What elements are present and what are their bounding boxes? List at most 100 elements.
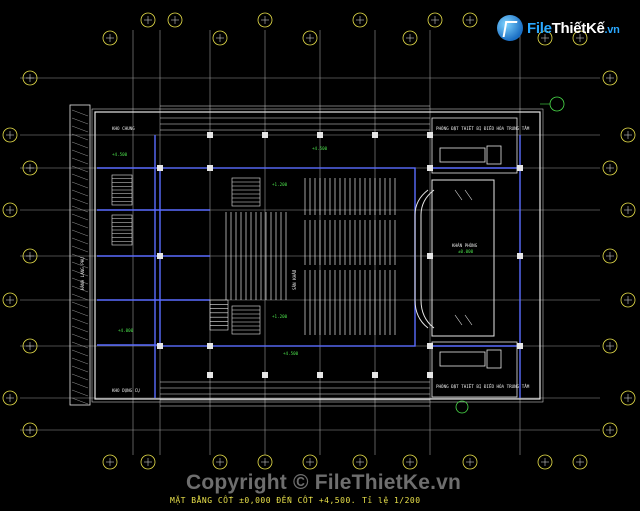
axis-bubble-ring bbox=[167, 12, 183, 28]
column bbox=[157, 343, 163, 349]
axis-bubble bbox=[102, 454, 118, 470]
axis-bubble-ring bbox=[102, 30, 118, 46]
axis-bubble bbox=[572, 454, 588, 470]
axis-bubble bbox=[302, 454, 318, 470]
left-strip bbox=[69, 104, 91, 406]
axis-bubble-ring bbox=[22, 338, 38, 354]
axis-bubble bbox=[602, 422, 618, 438]
axis-bubble bbox=[462, 454, 478, 470]
column bbox=[207, 165, 213, 171]
elev-label-5: +4.000 bbox=[118, 328, 134, 333]
axis-bubble bbox=[22, 422, 38, 438]
axis-bubble bbox=[352, 454, 368, 470]
elev-label-3: +4.500 bbox=[112, 152, 128, 157]
axis-bubble-ring bbox=[402, 454, 418, 470]
room-label-bottom: PHÒNG ĐẶT THIẾT BỊ ĐIỀU HÒA TRUNG TÂM bbox=[436, 384, 530, 389]
axis-bubble bbox=[537, 454, 553, 470]
axis-bubble-ring bbox=[462, 12, 478, 28]
axis-bubble-ring bbox=[537, 454, 553, 470]
hatch-line bbox=[71, 317, 89, 325]
axis-bubble bbox=[427, 12, 443, 28]
elev-label-6: +4.500 bbox=[283, 351, 299, 356]
axis-bubble-ring bbox=[257, 454, 273, 470]
axis-bubble-ring bbox=[22, 248, 38, 264]
column bbox=[207, 372, 213, 378]
axis-bubble-ring bbox=[572, 30, 588, 46]
hatch-line bbox=[71, 301, 89, 309]
hatch-line bbox=[71, 237, 89, 245]
hatch-line bbox=[71, 149, 89, 157]
hatch-line bbox=[71, 261, 89, 269]
axis-bubble-ring bbox=[602, 338, 618, 354]
axis-bubble-ring bbox=[302, 454, 318, 470]
column bbox=[427, 165, 433, 171]
section-marker-icon bbox=[540, 96, 565, 112]
hatch-line bbox=[71, 277, 89, 285]
hatch-line bbox=[71, 325, 89, 333]
axis-bubble bbox=[22, 70, 38, 86]
hatch-line bbox=[71, 141, 89, 149]
axis-bubble-ring bbox=[402, 30, 418, 46]
column bbox=[517, 253, 523, 259]
column bbox=[427, 253, 433, 259]
column bbox=[262, 132, 268, 138]
staircases bbox=[111, 174, 261, 335]
axis-bubble bbox=[352, 12, 368, 28]
axis-bubble bbox=[140, 12, 156, 28]
axis-bubble bbox=[302, 30, 318, 46]
axis-bubble bbox=[602, 248, 618, 264]
axis-bubble-ring bbox=[572, 454, 588, 470]
room-label-top: PHÒNG ĐẶT THIẾT BỊ ĐIỀU HÒA TRUNG TÂM bbox=[436, 126, 530, 131]
hatch-line bbox=[71, 173, 89, 181]
column bbox=[207, 343, 213, 349]
axis-bubble-ring bbox=[302, 30, 318, 46]
axis-bubble-ring bbox=[140, 454, 156, 470]
stair-outline bbox=[209, 299, 229, 331]
hatch-line bbox=[71, 341, 89, 349]
axis-bubble-ring bbox=[620, 390, 636, 406]
column bbox=[517, 165, 523, 171]
column bbox=[517, 343, 523, 349]
caption-title: MẶT BẰNG CỐT ±0,000 ĐẾN CỐT +4,500. bbox=[170, 496, 357, 505]
copyright-watermark: Copyright © FileThietKe.vn bbox=[186, 471, 462, 494]
axis-bubble-ring bbox=[620, 292, 636, 308]
axis-bubble-ring bbox=[22, 70, 38, 86]
axis-bubble bbox=[167, 12, 183, 28]
axis-bubble-ring bbox=[140, 12, 156, 28]
axis-bubble bbox=[620, 127, 636, 143]
stage-vertical-label: SÂN KHẤU bbox=[292, 269, 297, 290]
hatch-line bbox=[71, 205, 89, 213]
axis-bubble-ring bbox=[22, 160, 38, 176]
axis-bubble bbox=[102, 30, 118, 46]
hatch-line bbox=[71, 397, 89, 405]
hatch-line bbox=[71, 381, 89, 389]
column bbox=[317, 372, 323, 378]
axis-bubble-ring bbox=[352, 454, 368, 470]
axis-bubble-ring bbox=[2, 292, 18, 308]
axis-bubble bbox=[462, 12, 478, 28]
axis-bubble bbox=[2, 292, 18, 308]
hatch-line bbox=[71, 125, 89, 133]
axis-bubble-ring bbox=[212, 30, 228, 46]
axis-bubble-ring bbox=[602, 248, 618, 264]
logo-file: File bbox=[527, 19, 552, 37]
axis-bubble-ring bbox=[427, 12, 443, 28]
logo-thietke: ThiếtKế bbox=[551, 19, 605, 37]
axis-bubble bbox=[402, 454, 418, 470]
axis-bubble-ring bbox=[22, 422, 38, 438]
site-logo[interactable]: FileThiếtKế.vn bbox=[497, 10, 637, 46]
column bbox=[207, 132, 213, 138]
axis-bubble bbox=[22, 338, 38, 354]
axis-bubble bbox=[537, 30, 553, 46]
column bbox=[372, 132, 378, 138]
hatch-line bbox=[71, 253, 89, 261]
elev-label-7: ±0.000 bbox=[458, 249, 474, 254]
stage-outline bbox=[414, 179, 495, 337]
axis-bubble bbox=[257, 12, 273, 28]
logo-vn: .vn bbox=[604, 23, 620, 36]
stage-marks bbox=[454, 189, 473, 326]
axis-bubble-ring bbox=[462, 454, 478, 470]
column bbox=[262, 372, 268, 378]
axis-bubble bbox=[212, 454, 228, 470]
axis-bubble bbox=[2, 202, 18, 218]
